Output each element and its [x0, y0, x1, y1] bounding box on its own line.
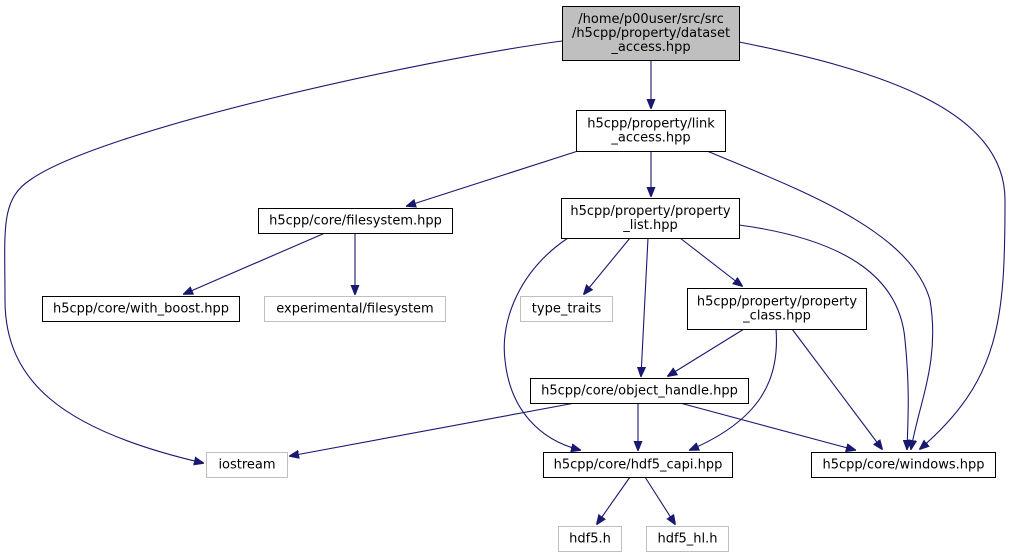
node-box [530, 378, 749, 404]
edge-arrow [407, 150, 579, 206]
node-box [646, 526, 729, 552]
edge-property-list-to-type-traits [584, 237, 631, 294]
edge-arrow [184, 232, 326, 294]
node-iostream: iostream [206, 452, 288, 478]
node-label: h5cpp/property/property [570, 204, 731, 219]
node-label: _class.hpp [742, 309, 811, 324]
edge-arrow [4, 40, 563, 463]
node-label: hdf5.h [569, 532, 611, 547]
node-box [520, 296, 613, 322]
node-label: h5cpp/property/link [587, 117, 715, 132]
node-label: type_traits [532, 302, 602, 317]
node-label: experimental/filesystem [276, 302, 433, 317]
node-root[interactable]: /home/p00user/src/src/h5cpp/property/dat… [562, 6, 740, 61]
node-label: h5cpp/core/filesystem.hpp [269, 214, 442, 229]
node-label: h5cpp/core/hdf5_capi.hpp [554, 458, 723, 473]
edge-hdf5-capi-to-hdf5-h [597, 476, 631, 524]
node-property-list[interactable]: h5cpp/property/property_list.hpp [561, 198, 740, 239]
node-label: h5cpp/property/property [697, 295, 858, 310]
edge-arrow [738, 224, 908, 449]
edge-arrow [668, 328, 745, 376]
node-hdf5-capi[interactable]: h5cpp/core/hdf5_capi.hpp [543, 452, 733, 478]
node-label: h5cpp/core/with_boost.hpp [53, 302, 229, 317]
node-object-handle[interactable]: h5cpp/core/object_handle.hpp [530, 378, 749, 404]
node-box [258, 208, 453, 234]
node-box [562, 6, 740, 61]
node-filesystem[interactable]: h5cpp/core/filesystem.hpp [258, 208, 453, 234]
edge-arrow [791, 328, 882, 449]
node-label: iostream [218, 458, 275, 473]
node-link-access[interactable]: h5cpp/property/link_access.hpp [576, 110, 726, 152]
node-label: _access.hpp [610, 40, 690, 55]
node-box [543, 452, 733, 478]
node-box [561, 198, 740, 239]
edge-hdf5-capi-to-hdf5-hl-h [644, 476, 675, 524]
node-box [42, 296, 240, 322]
edge-object-handle-to-windows [679, 402, 855, 450]
edge-arrow [641, 237, 649, 376]
edge-arrow [706, 150, 934, 449]
node-windows[interactable]: h5cpp/core/windows.hpp [811, 452, 996, 478]
node-label: /h5cpp/property/dataset [572, 26, 730, 41]
edge-arrow [290, 402, 576, 456]
edges [4, 40, 1006, 524]
edge-property-list-to-property-class [679, 237, 742, 286]
edge-arrow [644, 476, 675, 524]
node-box [576, 110, 726, 152]
node-label: h5cpp/core/windows.hpp [822, 458, 984, 473]
node-type-traits: type_traits [520, 296, 613, 322]
edge-link-access-to-filesystem [407, 150, 579, 206]
node-with-boost[interactable]: h5cpp/core/with_boost.hpp [42, 296, 240, 322]
edge-arrow [679, 237, 742, 286]
node-experimental-filesystem: experimental/filesystem [264, 296, 446, 322]
edge-property-list-to-object-handle [641, 237, 649, 376]
edge-root-to-windows [738, 41, 1006, 449]
edge-filesystem-to-with-boost [184, 232, 326, 294]
node-hdf5-hl-h: hdf5_hl.h [646, 526, 729, 552]
edge-arrow [738, 41, 1006, 449]
edge-object-handle-to-iostream [290, 402, 576, 456]
node-label: hdf5_hl.h [657, 532, 717, 547]
edge-property-list-to-hdf5-capi [503, 237, 580, 450]
node-box [264, 296, 446, 322]
edge-arrow [597, 476, 631, 524]
node-label: h5cpp/core/object_handle.hpp [541, 384, 738, 399]
node-box [811, 452, 996, 478]
node-label: _access.hpp [610, 131, 690, 146]
nodes: /home/p00user/src/src/h5cpp/property/dat… [42, 6, 996, 552]
node-box [206, 452, 288, 478]
node-box [687, 288, 867, 330]
edge-arrow [690, 328, 778, 450]
edge-link-access-to-windows [706, 150, 934, 449]
edge-property-class-to-hdf5-capi [690, 328, 778, 450]
node-hdf5-h: hdf5.h [558, 526, 622, 552]
edge-arrow [584, 237, 631, 294]
node-label: _list.hpp [622, 218, 677, 233]
edge-property-list-to-windows [738, 224, 908, 449]
edge-property-class-to-windows [791, 328, 882, 449]
node-label: /home/p00user/src/src [578, 12, 723, 27]
node-property-class[interactable]: h5cpp/property/property_class.hpp [687, 288, 867, 330]
edge-arrow [503, 237, 580, 450]
edge-root-to-iostream [4, 40, 563, 463]
edge-property-class-to-object-handle [668, 328, 745, 376]
node-box [558, 526, 622, 552]
edge-arrow [679, 402, 855, 450]
